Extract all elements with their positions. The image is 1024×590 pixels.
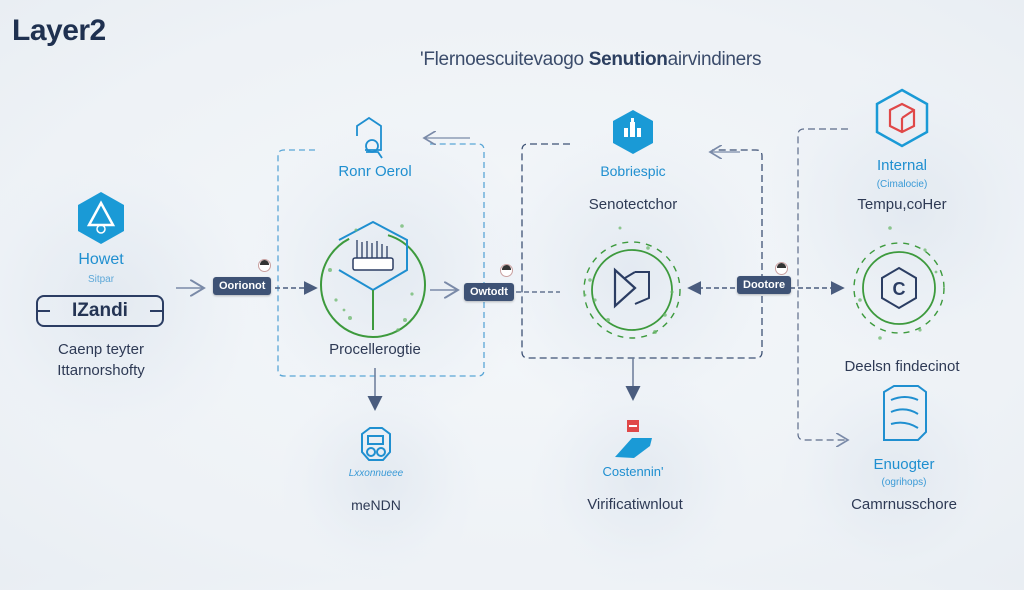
output2-label: Virificatiwnlout — [587, 496, 683, 513]
hexagon-cube-icon — [875, 88, 929, 148]
cube-play-icon — [583, 226, 681, 339]
hexagon-building-icon — [613, 110, 653, 154]
group3-bottom-small: (ogrihops) — [881, 477, 927, 488]
output2-small: Costennin' — [602, 464, 664, 479]
source-subtitle: Sitpar — [87, 274, 115, 285]
group2-top-sublabel: Senotectchor — [588, 196, 678, 213]
group3-boundary — [797, 128, 848, 440]
group2-boundary — [521, 143, 763, 359]
group3-top-label: Internal — [876, 157, 928, 174]
group3-top-sublabel: Tempu,coHer — [857, 196, 947, 213]
app-logo: Layer2 — [12, 14, 106, 47]
group2-top-label: Bobriespic — [600, 163, 666, 179]
source-box[interactable]: IZandi — [36, 295, 164, 327]
badge-scroll-icon — [883, 385, 927, 441]
diagram-title: 'Flernoescuitevaogo Senutionairvindiners — [420, 49, 762, 70]
flag-arrow-icon — [615, 420, 652, 458]
robot-box-icon — [361, 427, 391, 461]
output1-label: meNDN — [351, 497, 401, 513]
source-title: Howet — [78, 251, 124, 268]
group3-bottom-label: Enuogter — [873, 456, 935, 473]
background-glow — [280, 380, 480, 580]
user-avatar-icon — [258, 259, 271, 272]
user-avatar-icon — [500, 264, 513, 277]
group3-top-small: (Cimalocie) — [876, 179, 928, 190]
source-desc-line1: Caenp teyter — [58, 341, 144, 358]
flow-tag-2[interactable]: Owtodt — [464, 283, 514, 301]
output1-small: Lxxonnueee — [348, 468, 404, 479]
group1-boundary — [277, 143, 485, 377]
svg-text:C: C — [893, 279, 906, 299]
user-avatar-icon — [775, 262, 788, 275]
house-robot-icon — [356, 116, 383, 159]
diagram-canvas: C — [78, 88, 945, 461]
group1-center-label: Procellerogtie — [329, 341, 421, 358]
flow-tag-3[interactable]: Dootore — [737, 276, 792, 294]
group3-center-label: Deelsn findecinot — [844, 358, 960, 375]
group1-top-label: Ronr Oerol — [338, 163, 412, 180]
source-desc-line2: Ittarnorshofty — [57, 362, 145, 379]
background-glow — [530, 370, 750, 590]
group3-bottom-sublabel: Camrnusschore — [851, 496, 957, 513]
flow-tag-1[interactable]: Oorionot — [213, 277, 272, 295]
hexagon-bars-icon — [320, 220, 426, 338]
hexagon-triangle-icon — [78, 192, 124, 244]
hexagon-c-icon: C — [853, 226, 945, 340]
